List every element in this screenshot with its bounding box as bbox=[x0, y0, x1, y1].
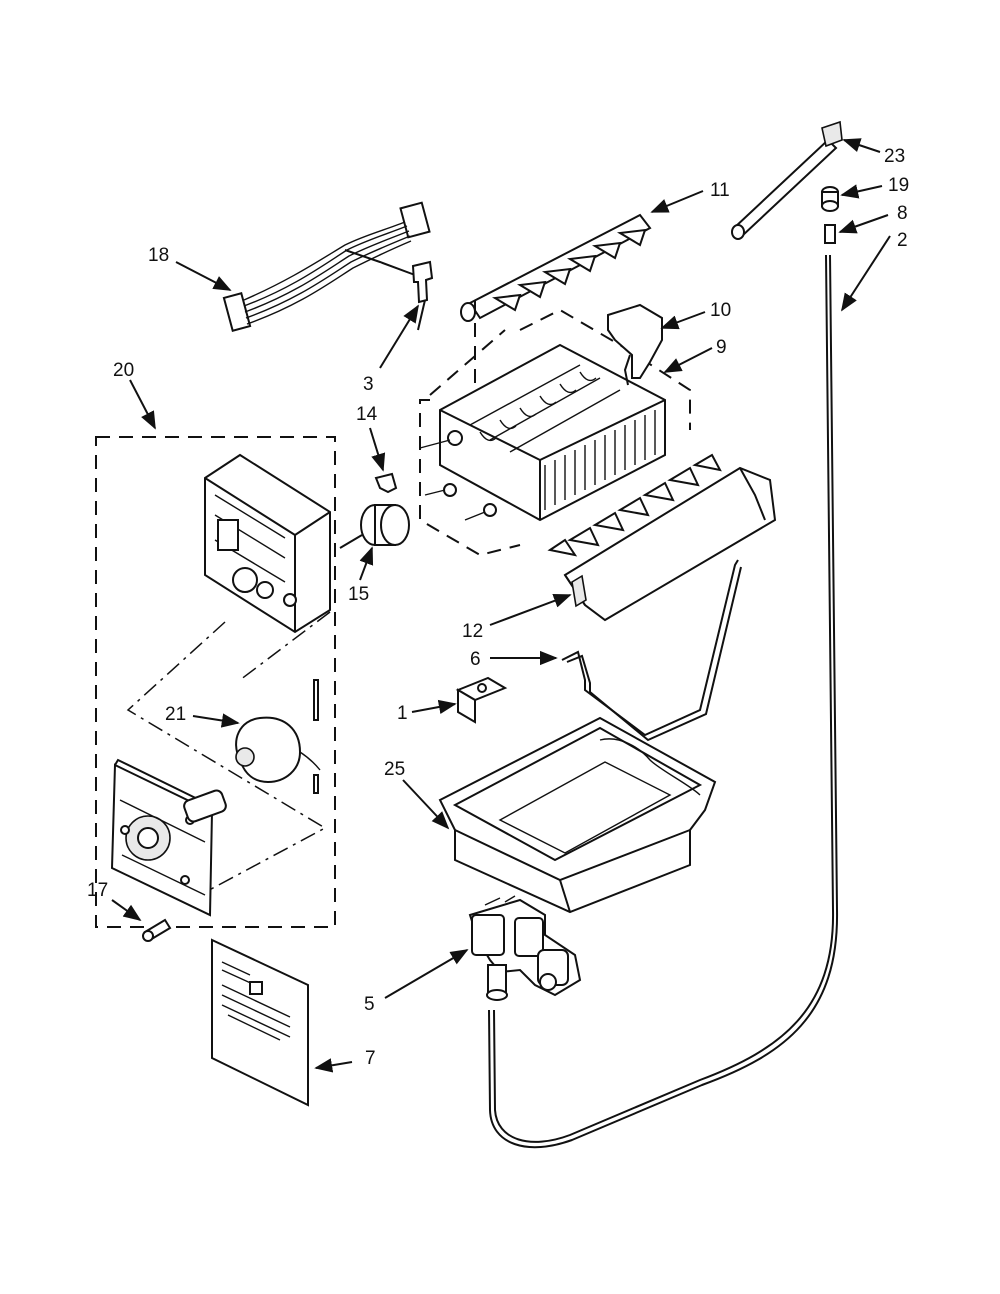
callout-20: 20 bbox=[113, 360, 134, 381]
water-valve-part bbox=[468, 895, 582, 1001]
clip-small-part bbox=[374, 472, 398, 494]
callout-10: 10 bbox=[710, 300, 731, 321]
wire-harness-part bbox=[222, 201, 431, 332]
callout-25: 25 bbox=[384, 759, 405, 780]
water-tube-part bbox=[488, 254, 839, 1149]
callout-8: 8 bbox=[897, 203, 908, 224]
callout-11: 11 bbox=[710, 180, 730, 201]
ice-mold-part bbox=[419, 300, 691, 557]
callout-19: 19 bbox=[888, 175, 909, 196]
callout-18: 18 bbox=[148, 245, 169, 266]
callout-1: 1 bbox=[397, 703, 408, 724]
bail-arm-part bbox=[561, 559, 742, 742]
callout-23: 23 bbox=[884, 146, 905, 167]
ejector-shaft-part bbox=[460, 213, 652, 322]
callout-5: 5 bbox=[364, 994, 375, 1015]
callout-17: 17 bbox=[87, 880, 108, 901]
ice-stripper-part bbox=[547, 453, 777, 622]
callout-9: 9 bbox=[716, 337, 727, 358]
small-bracket-part bbox=[455, 676, 508, 724]
callout-21: 21 bbox=[165, 704, 186, 725]
callout-labels: 18 3 20 14 15 11 10 9 23 19 8 2 12 6 1 2… bbox=[87, 146, 909, 1069]
bracket-part bbox=[607, 303, 663, 386]
fitting-part bbox=[824, 224, 836, 244]
thermostat-part bbox=[339, 504, 410, 549]
leader-lines bbox=[111, 138, 891, 1073]
callout-2: 2 bbox=[897, 230, 908, 251]
clip-part bbox=[411, 260, 434, 331]
screw-part bbox=[142, 918, 172, 942]
callout-12: 12 bbox=[462, 621, 483, 642]
callout-6: 6 bbox=[470, 649, 481, 670]
callout-14: 14 bbox=[356, 404, 378, 425]
ice-bin-part bbox=[438, 716, 717, 914]
control-module-assembly bbox=[95, 436, 336, 928]
callout-15: 15 bbox=[348, 584, 369, 605]
callout-7: 7 bbox=[365, 1048, 376, 1069]
instruction-label-part bbox=[211, 938, 309, 1107]
callout-3: 3 bbox=[363, 374, 374, 395]
fill-tube-part bbox=[731, 120, 843, 240]
grommet-part bbox=[821, 186, 839, 212]
